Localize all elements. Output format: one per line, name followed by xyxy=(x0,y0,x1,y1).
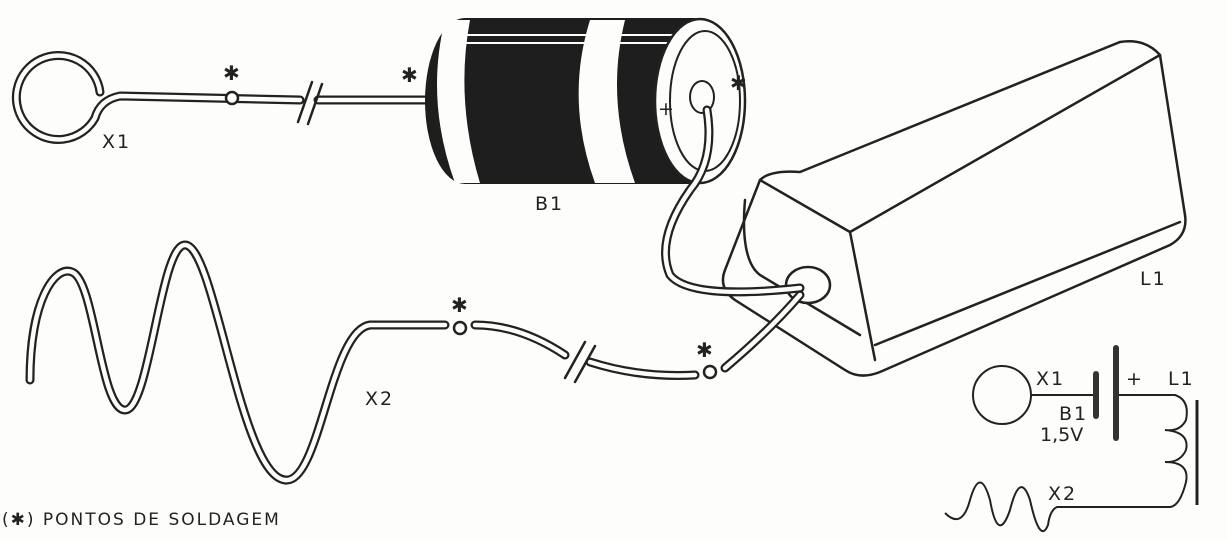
solder-node xyxy=(224,90,240,106)
coil-box-l1 xyxy=(721,40,1187,377)
antenna-x1 xyxy=(11,50,433,144)
schematic-l1-label: L1 xyxy=(1168,368,1195,390)
schematic-x2-label: X2 xyxy=(1048,483,1077,505)
solder-mark: ✱ xyxy=(451,293,468,317)
schematic-b1-voltage: 1,5V xyxy=(1040,424,1083,446)
solder-mark: ✱ xyxy=(730,71,747,95)
l1-label: L1 xyxy=(1140,268,1167,290)
schematic-plus-sign: + xyxy=(1126,368,1144,390)
schematic xyxy=(944,345,1199,532)
solder-mark: ✱ xyxy=(401,63,418,87)
schematic-x1-label: X1 xyxy=(1036,368,1065,390)
antenna-x2 xyxy=(25,240,805,485)
solder-node xyxy=(702,364,718,380)
battery-plus-sign: + xyxy=(658,98,676,120)
solder-node xyxy=(452,320,468,336)
battery-negative-plate xyxy=(1093,371,1099,419)
solder-mark: ✱ xyxy=(696,338,713,362)
x2-label: X2 xyxy=(365,388,394,410)
battery-positive-plate xyxy=(1113,345,1119,441)
battery-b1 xyxy=(425,17,747,185)
x1-label: X1 xyxy=(102,131,131,153)
b1-label: B1 xyxy=(535,193,564,215)
legend-solder-points: (✱) PONTOS DE SOLDAGEM xyxy=(2,510,281,530)
solder-mark: ✱ xyxy=(223,61,240,85)
schematic-b1-label: B1 xyxy=(1059,403,1088,425)
